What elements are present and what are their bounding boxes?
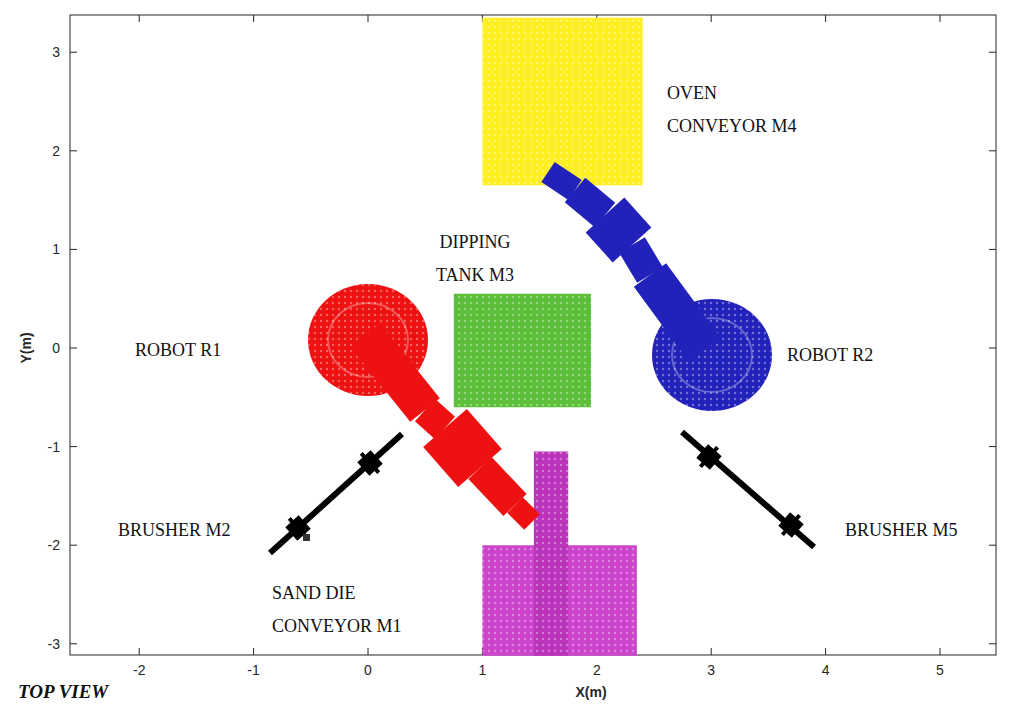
brusher-m2-shaft [270,434,402,553]
oven-conveyor-texture [482,18,642,186]
oven-conveyor [482,18,642,186]
robot-r2-arm-link [605,215,632,245]
machine-label: OVEN CONVEYOR M4 [667,77,809,143]
sand-die-strip-texture [534,452,568,656]
tick-mark [70,150,77,151]
tick-label: 4 [822,662,830,678]
tick-mark [989,643,996,644]
oven-conveyor-fill [482,18,642,186]
robot-r1-arm-link [445,428,480,468]
brusher-m2 [270,434,402,553]
tick-mark [70,348,77,349]
tick-mark [70,545,77,546]
robot-r2-arm-link [575,190,605,215]
tick-label: -3 [48,636,60,652]
tick-mark [711,648,712,655]
brusher-m5-collar [699,446,719,468]
tick-mark [989,249,996,250]
sand-die-strip-fill [534,452,568,656]
brusher-m5 [682,432,814,547]
dipping-tank [454,294,591,407]
tick-label: 1 [52,241,60,257]
brusher-m5-shaft [682,432,814,547]
tick-mark [253,648,254,655]
machine-label: SAND DIE CONVEYOR M1 [272,577,414,643]
view-title: TOP VIEW [18,681,108,703]
robot-r2-arm-link [632,245,650,275]
brusher-m2-block [357,450,382,475]
tick-mark [989,545,996,546]
tick-mark [253,15,254,22]
tick-label: 2 [593,662,601,678]
machine-label: BRUSHER M5 [845,514,958,547]
robot-label: ROBOT R2 [787,339,873,372]
robot-r1-arm-link [425,410,445,428]
machine-label: DIPPING TANK M3 [425,226,525,292]
axis-title: Y(m) [18,332,34,363]
brusher-m5-collar [781,514,801,536]
tick-mark [70,249,77,250]
robot-r1-arm [365,335,532,522]
brusher-m2-block [285,515,310,540]
tick-mark [139,648,140,655]
tick-mark [368,648,369,655]
tick-mark [989,348,996,349]
tick-label: 0 [52,340,60,356]
tick-mark [940,15,941,22]
tick-label: 3 [52,44,60,60]
robot-label: ROBOT R1 [135,334,221,367]
axis-title: X(m) [576,684,607,700]
dipping-tank-fill [454,294,591,407]
brusher-m2-tip [303,534,310,541]
tick-label: 1 [479,662,487,678]
axis-ticks [70,15,996,655]
tick-mark [70,446,77,447]
brusher-m2-collar [360,452,380,474]
tick-label: -2 [133,662,145,678]
tick-label: 0 [364,662,372,678]
tick-mark [70,52,77,53]
robot-r2-arm-link [548,172,575,190]
tick-label: 2 [52,143,60,159]
dipping-tank-texture [454,294,591,407]
tick-label: -2 [48,537,60,553]
robot-r1-arm-link [515,505,532,522]
tick-mark [940,648,941,655]
tick-label: 3 [707,662,715,678]
robot-r1-arm-link [365,335,425,410]
tick-label: -1 [48,439,60,455]
tick-label: -1 [247,662,259,678]
brusher-m5-block [778,512,803,537]
tick-mark [989,150,996,151]
tick-mark [989,52,996,53]
robot-r2-arm-link [650,275,705,350]
tick-mark [989,446,996,447]
tick-mark [70,643,77,644]
brusher-m5-block [696,444,721,469]
robot-r1-arm-link [480,468,515,505]
tick-mark [711,15,712,22]
axes-box [70,15,996,655]
tick-mark [139,15,140,22]
tick-label: 5 [936,662,944,678]
sand-die-strip [534,452,568,656]
robot-r2-arm [548,172,705,350]
tick-mark [368,15,369,22]
machine-label: BRUSHER M2 [118,514,231,547]
tick-mark [825,648,826,655]
tick-mark [825,15,826,22]
